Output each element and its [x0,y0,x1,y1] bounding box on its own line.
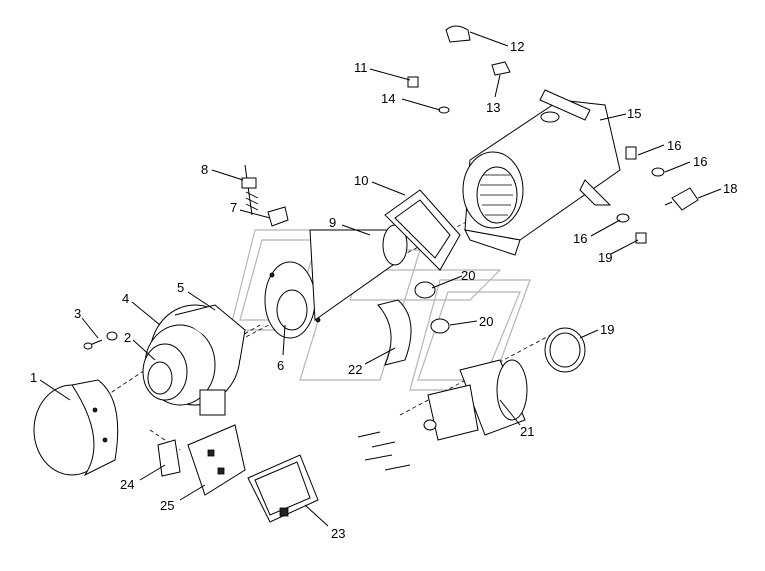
callout-16-c: 16 [573,231,587,246]
callout-23: 23 [331,526,345,541]
part-21-pump [423,359,528,441]
callout-2: 2 [124,330,131,345]
callout-20-a: 20 [461,268,475,283]
washers [438,106,665,223]
part-20-clamps [414,281,450,334]
bolts [357,431,411,471]
callout-25: 25 [160,498,174,513]
callout-7: 7 [230,200,237,215]
callout-22: 22 [348,362,362,377]
part-14-heat-exchanger [462,89,621,256]
part-18-plug [635,232,647,244]
part-23-control-unit [247,454,319,523]
part-1-cover [33,379,119,477]
part-12-cap [445,25,471,43]
callout-17: 18 [723,181,737,196]
callout-labels: 1 2 3 4 5 6 7 8 9 10 11 12 13 14 15 16 1… [30,39,737,541]
part-6-flange [264,261,321,339]
callout-6: 6 [277,358,284,373]
callout-3: 3 [74,306,81,321]
callout-8: 8 [201,162,208,177]
part-8-glow-plug [241,164,259,216]
callout-16-b: 16 [693,154,707,169]
callout-19: 19 [600,322,614,337]
callout-13: 13 [486,100,500,115]
part-10-gasket [384,189,461,271]
part-24-sensor [157,439,181,477]
part-4-fan-housing [142,304,246,416]
callout-16-a: 14 [381,91,395,106]
callout-20-b: 20 [479,314,493,329]
part-3-bolt-grommet [83,331,118,350]
part-17-nozzle [664,187,699,211]
callout-10: 10 [354,173,368,188]
callout-18: 19 [598,250,612,265]
part-11-plug [407,76,419,88]
part-7-seal [267,206,289,227]
callout-4: 4 [122,291,129,306]
callout-1: 1 [30,370,37,385]
callout-12: 12 [510,39,524,54]
callout-11: 11 [354,60,368,75]
part-22-hose [377,299,412,366]
part-9-combustion-tube [309,224,408,321]
callout-14: 15 [627,106,641,121]
leader-lines [39,31,722,527]
callout-5: 5 [177,280,184,295]
part-13-clip [491,61,511,76]
callout-9: 9 [329,215,336,230]
part-25-plate [187,424,246,496]
part-15-plug [625,146,637,160]
callout-15: 16 [667,138,681,153]
callout-24: 24 [120,477,134,492]
part-19-clamp [544,327,586,373]
callout-21: 21 [520,424,534,439]
